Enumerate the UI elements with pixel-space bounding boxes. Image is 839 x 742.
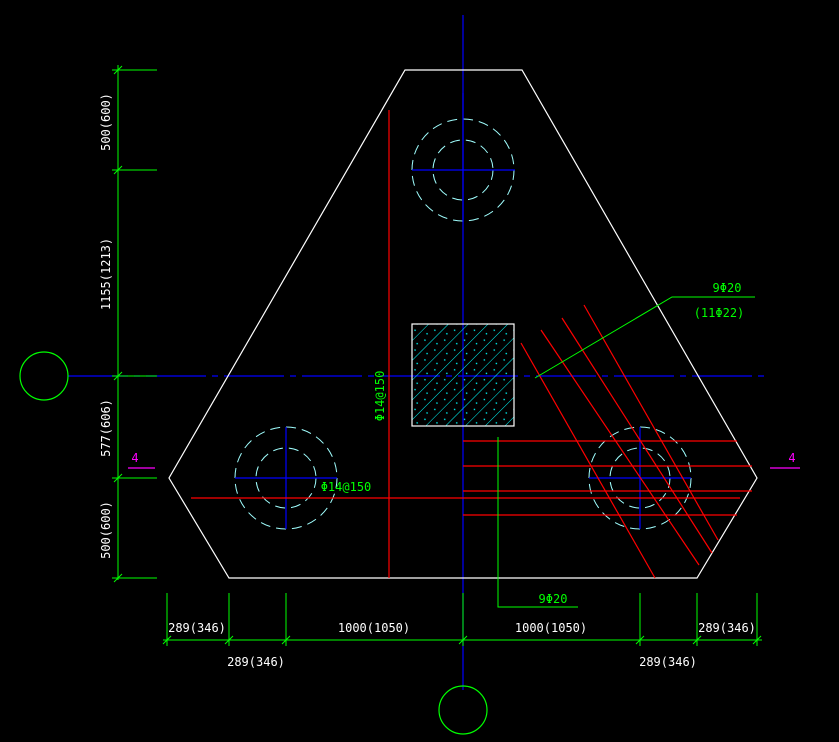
pile-cap-outline[interactable] (168, 69, 758, 579)
dim-left-lower: 577(606) (99, 399, 113, 457)
column[interactable] (411, 323, 515, 427)
dimension-bottom (162, 593, 762, 646)
annotation-vertical-rebar: Φ14@150 (373, 371, 387, 422)
rebar (191, 110, 752, 579)
annotation-bottom-rebar: 9Φ20 (539, 592, 568, 606)
leader-diagonal-rebar (534, 296, 755, 379)
rebar-diagonal-bar (583, 304, 719, 541)
section-mark-left: 4 (131, 451, 138, 465)
dim-left-upper: 1155(1213) (99, 238, 113, 310)
dimension-left (112, 65, 157, 583)
rebar-diagonal-bar (520, 342, 656, 579)
annotation-horizontal-rebar: Φ14@150 (321, 480, 372, 494)
dim-bottom2-right: 289(346) (639, 655, 697, 669)
dim-left-top: 500(600) (99, 93, 113, 151)
dim-bottom-right: 289(346) (698, 621, 756, 635)
pile-left[interactable] (234, 426, 338, 530)
section-mark-right: 4 (788, 451, 795, 465)
annotation-diag-rebar-alt: (11Φ22) (694, 306, 745, 320)
pile-top[interactable] (411, 93, 515, 222)
annotation-diag-rebar: 9Φ20 (713, 281, 742, 295)
leader-bottom-rebar (497, 437, 578, 608)
dim-bottom-center-left: 1000(1050) (338, 621, 410, 635)
dim-left-bottom: 500(600) (99, 501, 113, 559)
axis-bubble-left[interactable] (19, 351, 69, 401)
dim-bottom-left: 289(346) (168, 621, 226, 635)
rebar-diagonal-bar (561, 317, 713, 554)
rebar-diagonal-bar (540, 329, 700, 566)
dim-bottom2-left: 289(346) (227, 655, 285, 669)
axis-bubble-bottom[interactable] (438, 685, 488, 735)
leader-lines (497, 296, 755, 608)
dim-bottom-center-right: 1000(1050) (515, 621, 587, 635)
